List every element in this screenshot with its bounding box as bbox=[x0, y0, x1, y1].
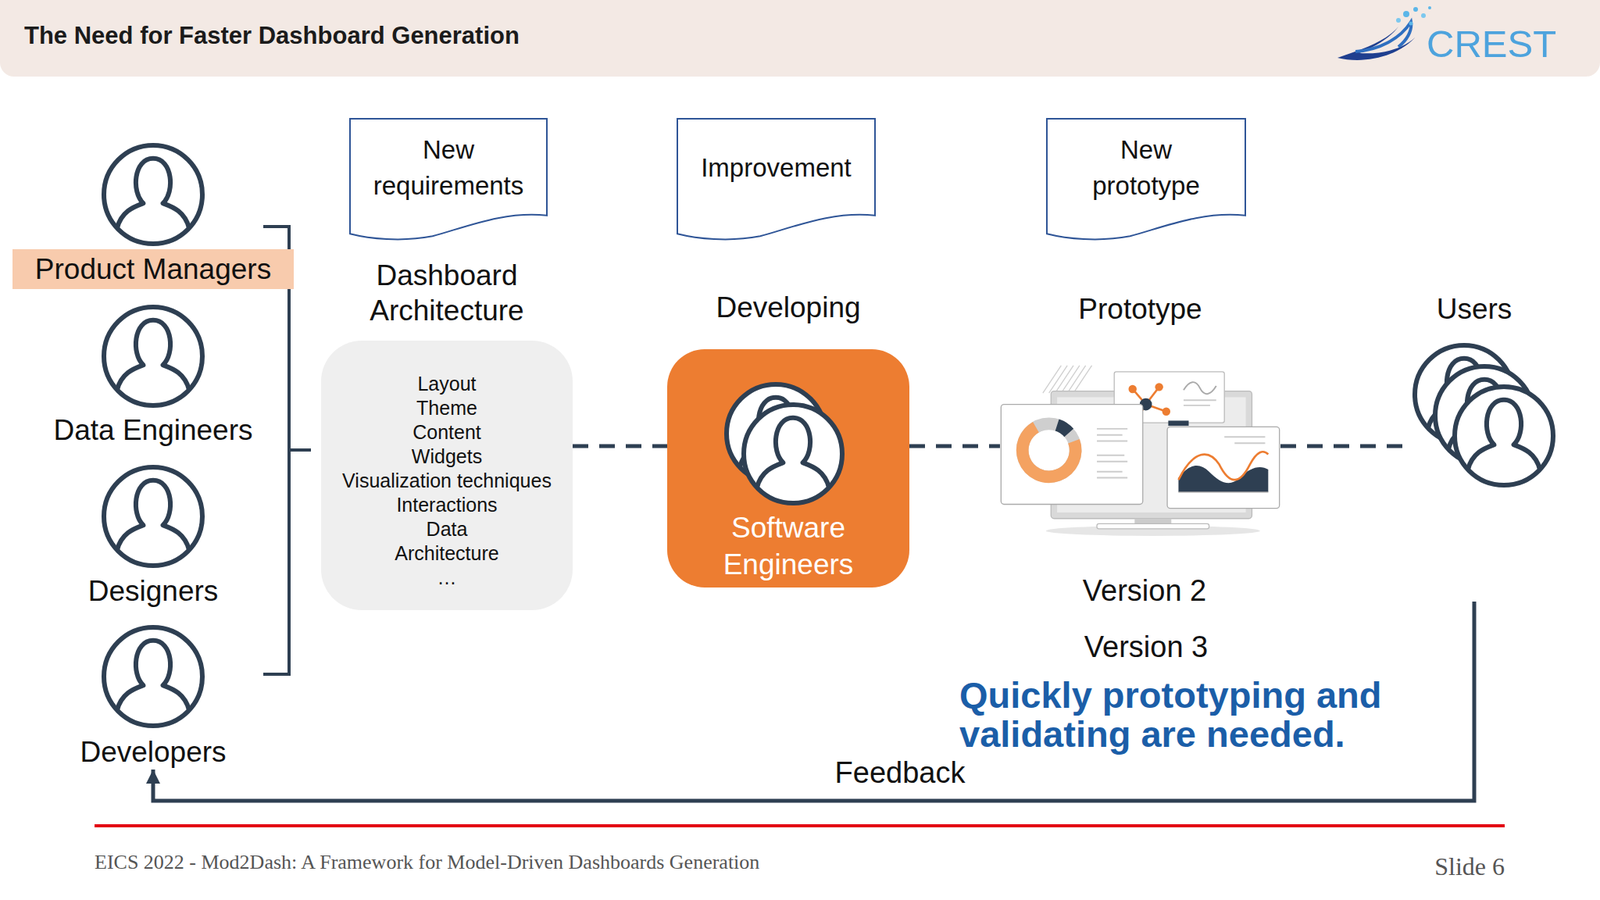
title-bar bbox=[0, 0, 1600, 77]
node-text: Users bbox=[1396, 291, 1553, 327]
logo-spray bbox=[1413, 7, 1418, 12]
text-lines bbox=[1096, 428, 1128, 479]
person-icon bbox=[103, 627, 203, 726]
logo-spray bbox=[1421, 13, 1426, 18]
footer-citation: EICS 2022 - Mod2Dash: A Framework for Mo… bbox=[94, 850, 760, 875]
network-dot bbox=[1128, 385, 1136, 393]
logo-spray bbox=[1409, 21, 1414, 26]
version-label: Version 2 bbox=[1027, 572, 1262, 609]
node-text: Developers bbox=[12, 735, 294, 770]
line-chart bbox=[1178, 451, 1268, 480]
developer-box: DevelopingSoftware Engineers bbox=[667, 349, 910, 588]
person-icon bbox=[1454, 386, 1554, 486]
donut-arc bbox=[1014, 416, 1083, 485]
text-lines bbox=[1183, 400, 1217, 406]
person-icon bbox=[103, 145, 203, 244]
node-body-text: Content bbox=[321, 420, 573, 445]
document-node: New requirements bbox=[349, 117, 548, 240]
logo-swoosh bbox=[1337, 6, 1432, 61]
node-text: Improvement bbox=[676, 117, 876, 218]
slide-number: Slide 6 bbox=[1434, 850, 1505, 883]
node-text: Data Engineers bbox=[12, 413, 294, 448]
logo-text: CREST bbox=[1426, 20, 1557, 68]
role-person: Designers bbox=[12, 467, 294, 609]
node-body-text: Theme bbox=[321, 396, 573, 421]
node-text: Designers bbox=[12, 574, 294, 609]
document-node: New prototype bbox=[1046, 117, 1247, 240]
dashed-connector bbox=[909, 444, 1000, 449]
document-outline bbox=[1046, 118, 1246, 240]
network-links bbox=[1132, 386, 1167, 420]
monitor-shadow bbox=[1046, 525, 1261, 536]
logo-spray bbox=[1428, 6, 1432, 10]
group-bracket bbox=[263, 226, 311, 675]
logo-wave bbox=[1355, 21, 1411, 52]
node-body-text: Interactions bbox=[321, 492, 573, 518]
chart-axis bbox=[1178, 491, 1268, 493]
edge-label: Feedback bbox=[782, 754, 1018, 791]
logo-spray bbox=[1396, 17, 1401, 23]
node-body-text: … bbox=[321, 565, 573, 590]
tab bbox=[1167, 420, 1189, 426]
donut-arc bbox=[1015, 417, 1083, 485]
document-node: Improvement bbox=[676, 117, 876, 240]
network-dot bbox=[1154, 382, 1163, 391]
logo-wave bbox=[1337, 26, 1418, 61]
role-person: Developers bbox=[12, 627, 294, 770]
network-dot bbox=[1132, 416, 1140, 424]
donut-card bbox=[1000, 404, 1143, 505]
feedback-arrow bbox=[153, 601, 1475, 801]
dashed-connector bbox=[1280, 444, 1407, 449]
node-body-text: Layout bbox=[321, 371, 573, 397]
network-card bbox=[1114, 371, 1225, 423]
document-outline bbox=[350, 118, 547, 240]
node-text: Prototype bbox=[1011, 291, 1270, 327]
person-icon bbox=[103, 307, 203, 406]
node-body-text: Visualization techniques bbox=[321, 468, 573, 493]
node-body-text: Data bbox=[321, 517, 573, 542]
person-icon bbox=[726, 384, 825, 483]
person-icon bbox=[1414, 345, 1514, 444]
text-lines bbox=[1224, 436, 1265, 443]
logo-spray bbox=[1403, 10, 1410, 18]
monitor bbox=[1050, 391, 1252, 519]
monitor-stand bbox=[1134, 518, 1172, 526]
area-chart bbox=[1178, 465, 1268, 493]
person-icon bbox=[103, 467, 203, 566]
person-icon bbox=[1435, 366, 1534, 465]
node-body-text: Widgets bbox=[321, 444, 573, 469]
prototype-node: Prototype bbox=[1000, 362, 1281, 536]
role-person: Product Managers bbox=[12, 145, 294, 290]
dashboard-illustration bbox=[1000, 365, 1279, 536]
network-dot bbox=[1162, 407, 1171, 415]
document-outline bbox=[677, 118, 875, 240]
monitor-screen bbox=[1057, 396, 1247, 513]
person-icon bbox=[743, 404, 843, 504]
node-text: New prototype bbox=[1046, 117, 1247, 218]
dashed-connector bbox=[572, 444, 668, 449]
donut-track bbox=[1022, 423, 1076, 477]
node-body-text: Architecture bbox=[321, 541, 573, 566]
chart-card bbox=[1167, 426, 1280, 508]
key-message: Quickly prototyping and validating are n… bbox=[959, 675, 1444, 754]
node-body-text: Software Engineers bbox=[667, 509, 910, 583]
network-hub bbox=[1139, 398, 1153, 411]
architecture-box: Dashboard ArchitectureLayoutThemeContent… bbox=[321, 340, 573, 611]
slide-title: The Need for Faster Dashboard Generation bbox=[24, 21, 520, 51]
version-label: Version 3 bbox=[1028, 628, 1264, 665]
node-text: Dashboard Architecture bbox=[321, 257, 572, 329]
footer-rule bbox=[94, 824, 1505, 828]
users-node: Users bbox=[1406, 343, 1543, 602]
sparkline bbox=[1183, 382, 1217, 394]
role-person: Data Engineers bbox=[12, 307, 294, 448]
monitor-base bbox=[1096, 523, 1210, 529]
node-text: Product Managers bbox=[12, 249, 294, 290]
hatch bbox=[1042, 365, 1093, 393]
node-text: Developing bbox=[659, 289, 918, 325]
node-text: New requirements bbox=[349, 117, 548, 218]
